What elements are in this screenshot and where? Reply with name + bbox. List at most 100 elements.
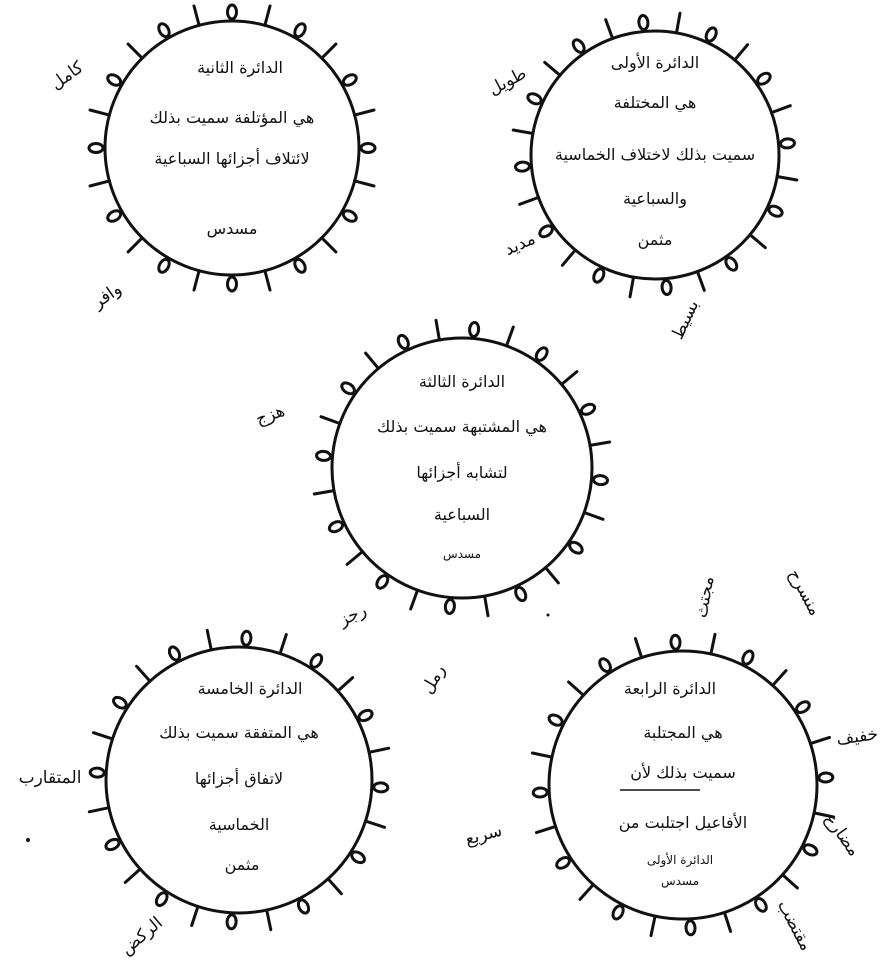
stroke-mark: [190, 905, 200, 927]
stroke-mark: [87, 806, 111, 814]
stroke-mark: [675, 11, 682, 35]
circle-fourth-line-2: هي المجتلبة: [643, 723, 722, 743]
stroke-mark: [263, 4, 272, 27]
circle-fourth-line-5: الدائرة الأولى: [647, 852, 713, 868]
circle-third-title: الدائرة الثالثة: [419, 372, 505, 392]
stroke-mark: [604, 18, 615, 40]
meter-label-tawil: طويل: [485, 63, 530, 99]
stroke-mark: [812, 811, 836, 819]
circle-fourth-marks: [530, 632, 836, 938]
circle-fifth-line-3: لاتفاق أجزائها: [195, 768, 283, 789]
circle-fourth-line-4: الأفاعيل اجتلبت من: [619, 812, 748, 833]
meter-label-sari: سريع: [463, 821, 504, 850]
circle-first-title: الدائرة الأولى: [611, 52, 699, 73]
loop-mark: [598, 657, 612, 673]
stroke-mark: [633, 637, 644, 660]
circle-fifth-marks: [87, 628, 391, 932]
circle-second-line-4: مسدس: [207, 219, 258, 238]
stroke-mark: [205, 628, 213, 652]
circle-first: الدائرة الأولى هي المختلفة سميت بذلك لاخ…: [485, 11, 799, 343]
loop-mark: [684, 919, 697, 937]
stroke-mark: [319, 415, 342, 425]
loop-mark: [637, 14, 650, 31]
loop-mark: [359, 142, 377, 154]
loop-mark: [357, 708, 374, 723]
meter-label-ramal: رمل: [417, 661, 449, 697]
circle-second-title: الدائرة الثانية: [197, 58, 283, 78]
stroke-mark: [733, 43, 750, 62]
loop-mark: [106, 209, 123, 223]
meter-label-basit: بسيط: [668, 297, 704, 343]
stroke-mark: [353, 179, 376, 188]
loop-mark: [669, 633, 682, 651]
meter-label-muqtadab: مقتضب: [773, 897, 816, 954]
loop-mark: [154, 891, 169, 907]
loop-mark: [341, 73, 358, 87]
circle-third-line-2: هي المشتبهة سميت بذلك: [377, 417, 547, 437]
loop-mark: [526, 92, 543, 106]
circle-third: الدائرة الثالثة هي المشتبهة سميت بذلك لت…: [253, 318, 612, 698]
meter-label-mudari: مضارع: [820, 810, 864, 860]
meter-label-wafir: وافر: [88, 279, 125, 313]
stroke-mark: [353, 108, 376, 117]
loop-mark: [157, 22, 171, 39]
stroke-mark: [409, 588, 419, 611]
loop-mark: [704, 26, 718, 43]
meter-label-kamil: كامل: [47, 57, 88, 94]
loop-mark: [592, 267, 606, 284]
loop-mark: [779, 137, 796, 150]
circle-fifth: الدائرة الخامسة هي المتفقة سميت بذلك لات…: [19, 628, 391, 959]
stroke-mark: [544, 566, 560, 585]
circle-third-marks: [312, 318, 612, 618]
stroke-mark: [192, 4, 201, 27]
circle-first-line-3: سميت بذلك لاختلاف الخماسية: [555, 145, 755, 164]
circle-fourth-line-3: سميت بذلك لأن: [630, 762, 735, 782]
circle-first-outline: [529, 29, 781, 281]
loop-mark: [340, 381, 356, 396]
circle-first-line-4: والسباعية: [623, 189, 687, 209]
stroke-mark: [505, 325, 515, 348]
meter-label-rakd: الركض: [117, 913, 167, 959]
stroke-mark: [126, 42, 144, 60]
meter-label-madid: مديد: [501, 229, 538, 260]
loop-mark: [226, 275, 238, 293]
stroke-mark: [483, 594, 490, 618]
loop-mark: [104, 837, 121, 852]
stroke-mark: [345, 550, 364, 566]
loop-mark: [293, 22, 307, 39]
loop-mark: [592, 474, 609, 487]
stroke-mark: [709, 632, 717, 656]
stroke-mark: [582, 511, 605, 521]
circle-second-line-3: لائتلاف أجزائها السباعية: [154, 148, 309, 169]
stroke-mark: [588, 440, 612, 447]
loop-mark: [327, 520, 345, 534]
stroke-mark: [364, 351, 380, 370]
loop-mark: [293, 257, 307, 274]
stroke-mark: [781, 873, 799, 890]
stroke-mark: [511, 128, 535, 135]
loop-mark: [568, 540, 584, 555]
stroke-mark: [336, 676, 355, 693]
meter-label-mujtathth: مجتث: [692, 575, 719, 620]
stroke-mark: [192, 269, 201, 292]
stroke-mark: [748, 233, 767, 250]
circle-fifth-title: الدائرة الخامسة: [198, 679, 303, 699]
circle-second: الدائرة الثانية هي المؤتلفة سميت بذلك لا…: [47, 3, 377, 313]
loop-mark: [315, 449, 332, 462]
circle-first-marks: [511, 11, 799, 299]
stroke-mark: [530, 751, 554, 759]
loop-mark: [112, 695, 128, 710]
stroke-mark: [364, 819, 386, 829]
loop-mark: [514, 585, 528, 603]
loop-mark: [817, 771, 835, 784]
stroke-mark: [88, 108, 111, 117]
circle-fifth-line-2: هي المتفقة سميت بذلك: [159, 723, 319, 743]
stroke-mark: [808, 735, 831, 746]
stroke-mark: [628, 275, 635, 299]
meter-label-rajaz: رجز: [335, 600, 370, 630]
stroke-mark: [434, 318, 441, 342]
stroke-mark: [567, 680, 585, 697]
loop-mark: [802, 843, 819, 857]
stroke-mark: [320, 236, 338, 254]
